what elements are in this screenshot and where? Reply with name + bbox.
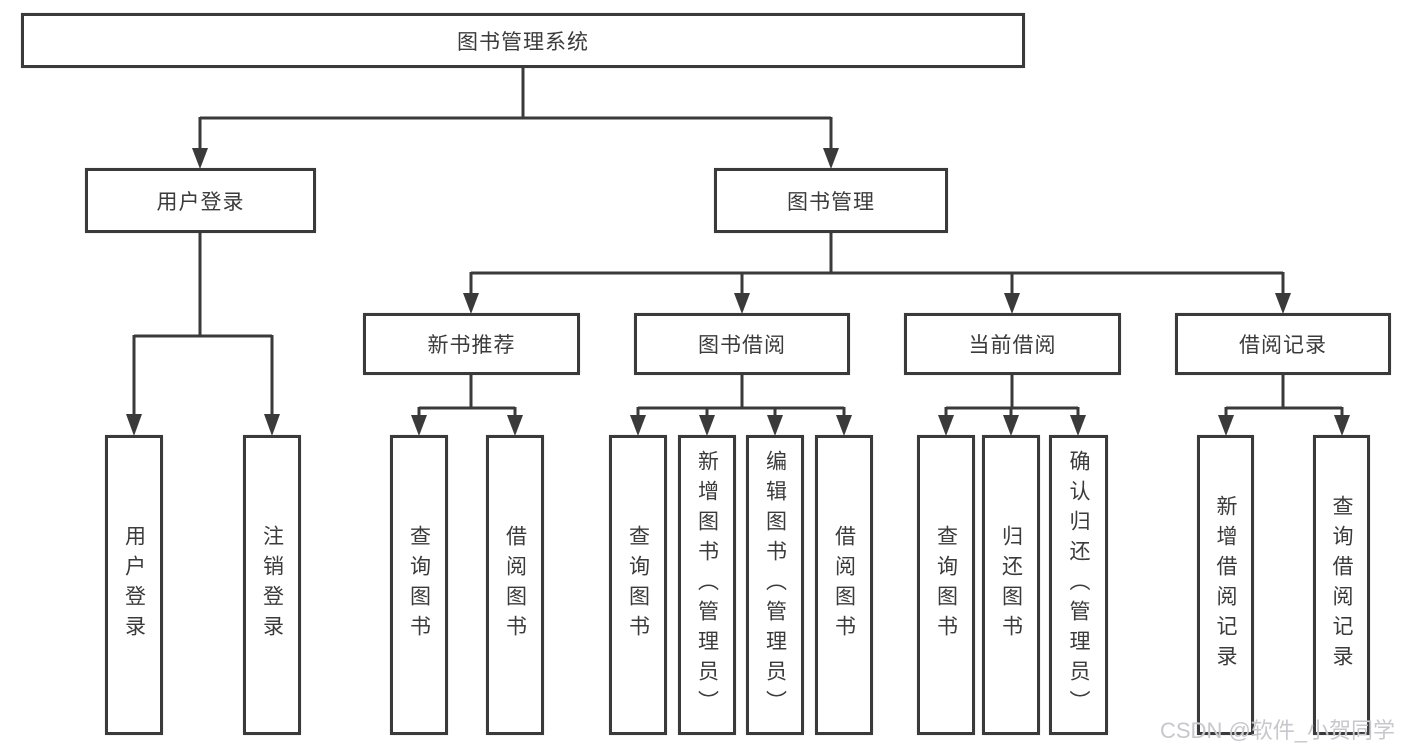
leaf-user-login: 用户登录 bbox=[105, 435, 163, 735]
leaf-edit-book-admin-label: 编辑图书（管理员） bbox=[763, 450, 787, 720]
node-book-borrow: 图书借阅 bbox=[634, 313, 850, 375]
node-current-borrow-label: 当前借阅 bbox=[968, 334, 1057, 357]
node-user-login-label: 用户登录 bbox=[156, 190, 245, 214]
leaf-logout-label: 注销登录 bbox=[260, 525, 284, 645]
leaf-add-borrow-record-label: 新增借阅记录 bbox=[1214, 495, 1237, 675]
leaf-edit-book-admin: 编辑图书（管理员） bbox=[746, 435, 804, 735]
leaf-query-book-3: 查询图书 bbox=[917, 435, 975, 735]
leaf-query-book-1-label: 查询图书 bbox=[407, 525, 431, 645]
leaf-borrow-book-2: 借阅图书 bbox=[815, 435, 873, 735]
leaf-add-book-admin: 新增图书（管理员） bbox=[678, 435, 736, 735]
csdn-watermark: CSDN @软件_小贺同学 bbox=[1160, 718, 1396, 743]
leaf-borrow-book-1: 借阅图书 bbox=[486, 435, 544, 735]
leaf-add-book-admin-label: 新增图书（管理员） bbox=[695, 450, 719, 720]
node-current-borrow: 当前借阅 bbox=[904, 313, 1121, 375]
leaf-query-borrow-record: 查询借阅记录 bbox=[1313, 435, 1370, 735]
node-book-borrow-label: 图书借阅 bbox=[698, 334, 786, 357]
leaf-query-book-2-label: 查询图书 bbox=[626, 525, 650, 645]
leaf-borrow-book-1-label: 借阅图书 bbox=[503, 525, 527, 645]
leaf-query-book-2: 查询图书 bbox=[609, 435, 667, 735]
leaf-user-login-label: 用户登录 bbox=[122, 525, 146, 645]
leaf-confirm-return-admin-label: 确认归还（管理员） bbox=[1067, 450, 1090, 720]
node-borrow-record-label: 借阅记录 bbox=[1239, 334, 1327, 357]
leaf-return-book: 归还图书 bbox=[982, 435, 1040, 735]
node-borrow-record: 借阅记录 bbox=[1175, 313, 1391, 375]
node-new-book-recommend: 新书推荐 bbox=[363, 313, 580, 375]
leaf-query-book-3-label: 查询图书 bbox=[934, 525, 958, 645]
leaf-borrow-book-2-label: 借阅图书 bbox=[832, 525, 856, 645]
node-root-label: 图书管理系统 bbox=[457, 30, 589, 54]
node-book-management-label: 图书管理 bbox=[787, 190, 875, 214]
node-new-book-recommend-label: 新书推荐 bbox=[427, 334, 516, 357]
node-user-login: 用户登录 bbox=[85, 168, 316, 233]
leaf-add-borrow-record: 新增借阅记录 bbox=[1197, 435, 1254, 735]
leaf-logout: 注销登录 bbox=[243, 435, 301, 735]
leaf-confirm-return-admin: 确认归还（管理员） bbox=[1049, 435, 1108, 735]
leaf-query-borrow-record-label: 查询借阅记录 bbox=[1330, 495, 1353, 675]
node-book-management: 图书管理 bbox=[714, 168, 948, 233]
leaf-query-book-1: 查询图书 bbox=[390, 435, 448, 735]
node-root: 图书管理系统 bbox=[21, 13, 1025, 68]
arrowheads bbox=[126, 148, 1350, 436]
leaf-return-book-label: 归还图书 bbox=[999, 525, 1023, 645]
